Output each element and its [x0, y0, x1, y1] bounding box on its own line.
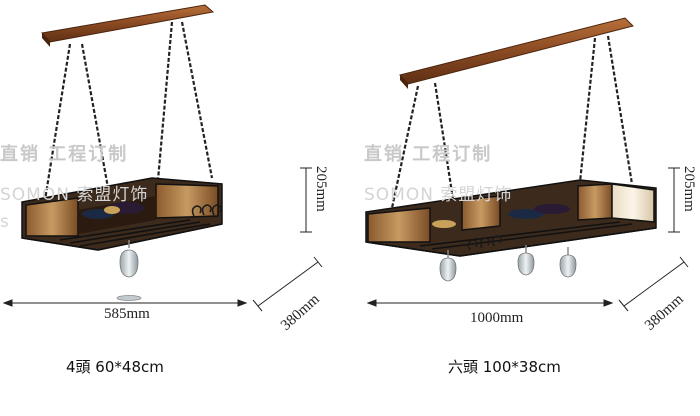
left-caption: 4頭 60*48cm	[66, 358, 164, 376]
dimension-lines	[2, 167, 689, 312]
left-fixture	[21, 4, 223, 301]
watermark-text: SOMON 索盟灯饰	[364, 185, 513, 205]
right-caption: 六頭 100*38cm	[448, 358, 561, 376]
right-width-label: 1000mm	[470, 310, 524, 326]
watermark-text: 直销 工程订制	[364, 144, 493, 165]
left-height-label: 205mm	[313, 166, 329, 212]
watermark-text: 直销 工程订制	[0, 144, 129, 165]
watermark-text: SOMON 索盟灯饰	[0, 185, 149, 205]
right-height-label: 205mm	[681, 166, 697, 212]
right-fixture	[365, 17, 657, 282]
watermark-text: s	[0, 212, 10, 232]
left-width-label: 585mm	[104, 306, 150, 322]
